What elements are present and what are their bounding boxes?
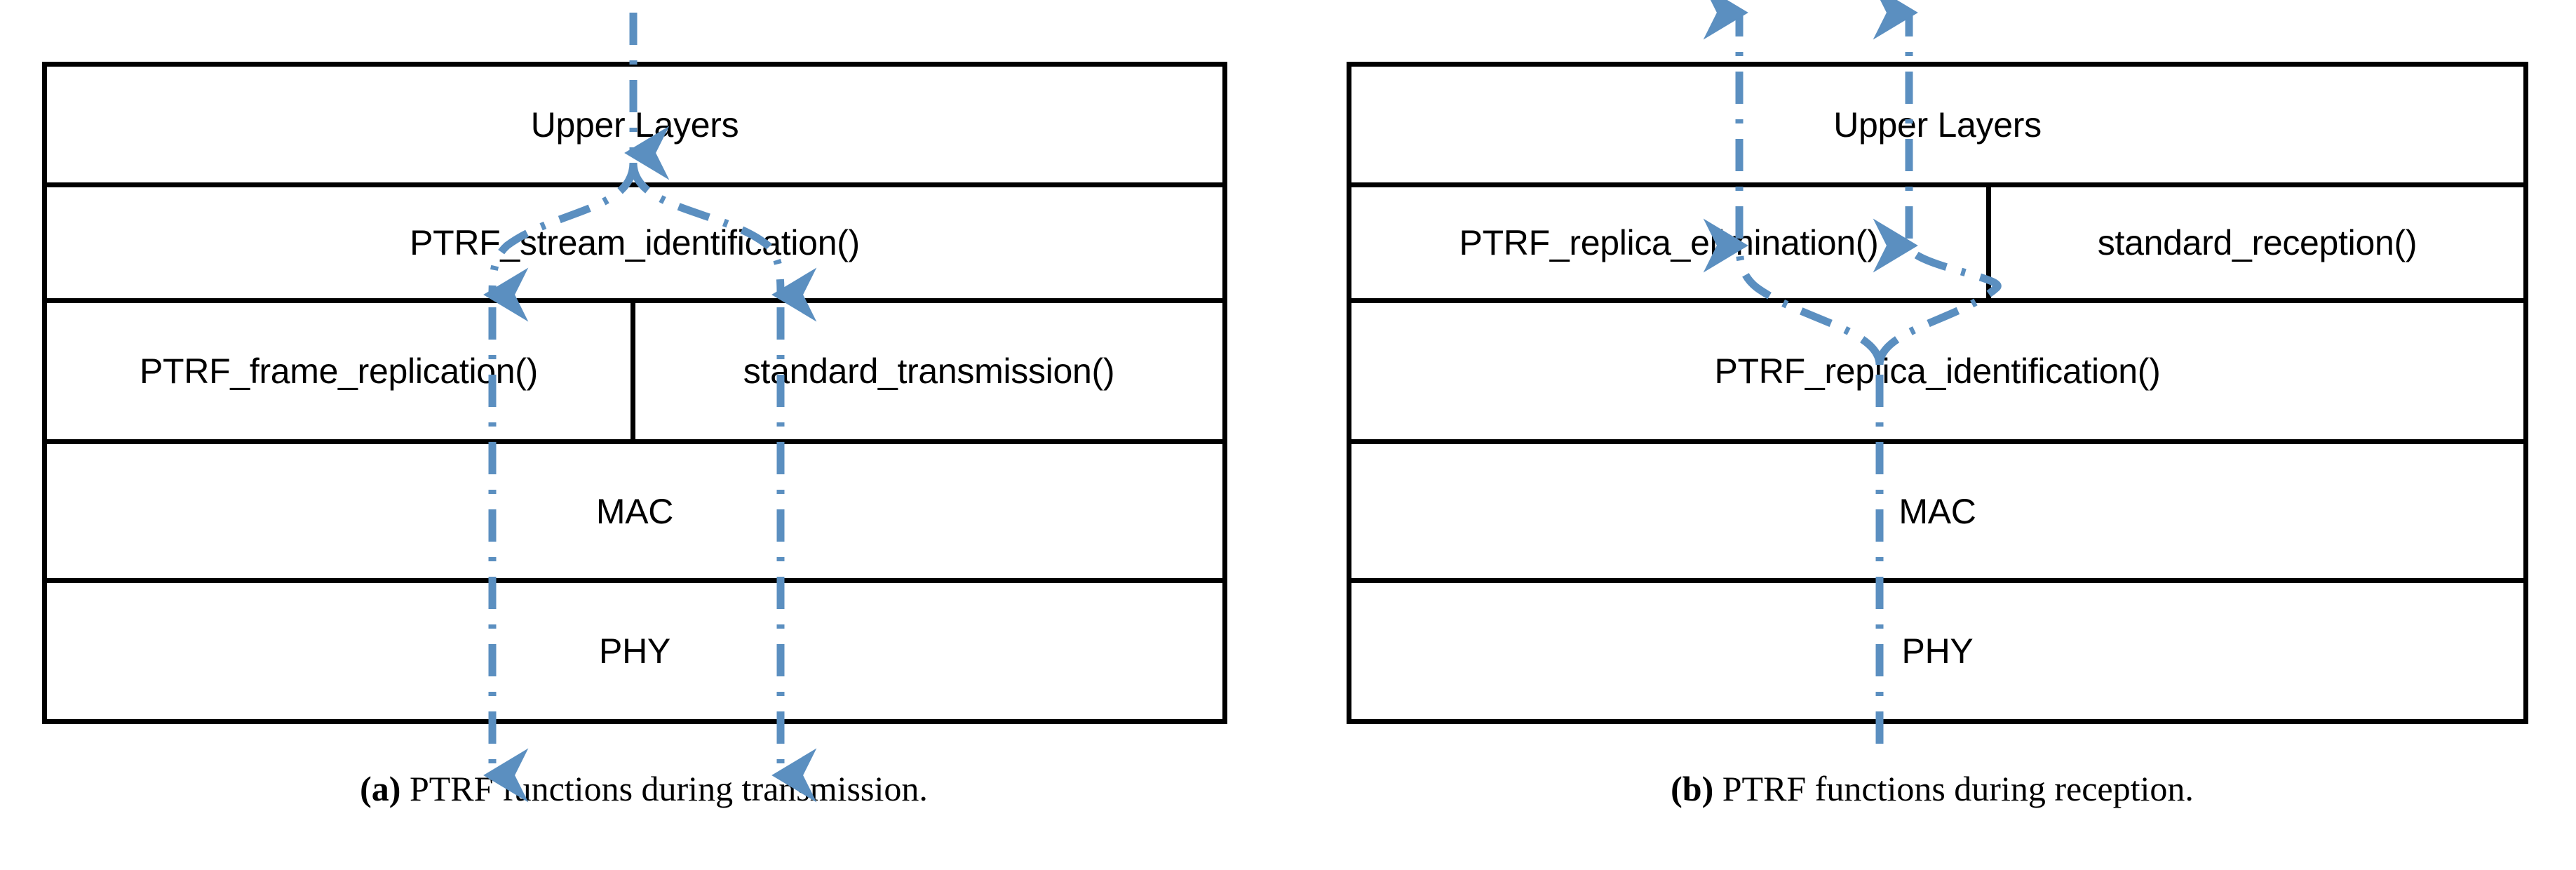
layer-row-mac: MAC — [47, 444, 1222, 583]
layer-cell-ptrf-replica-elimination[interactable]: PTRF_replica_elimination() — [1351, 187, 1991, 298]
layer-label: PHY — [1901, 631, 1974, 671]
layer-cell-phy[interactable]: PHY — [47, 583, 1222, 719]
layer-row-ptrf-replica-identification: PTRF_replica_identification() — [1351, 303, 2523, 444]
layer-row-mac: MAC — [1351, 444, 2523, 583]
layer-label: standard_transmission() — [743, 352, 1115, 391]
layer-label: PHY — [599, 631, 670, 671]
layer-row-phy: PHY — [1351, 583, 2523, 719]
layer-label: PTRF_frame_replication() — [140, 352, 538, 391]
caption-text: PTRF functions during transmission. — [400, 769, 928, 808]
layer-label: Upper Layers — [1833, 105, 2042, 145]
caption-tag: (a) — [360, 769, 401, 808]
protocol-stack-transmission: Upper Layers PTRF_stream_identification(… — [42, 62, 1227, 724]
layer-cell-phy[interactable]: PHY — [1351, 583, 2523, 719]
layer-label: MAC — [1899, 491, 1976, 531]
layer-label: standard_reception() — [2097, 223, 2417, 262]
layer-row-phy: PHY — [47, 583, 1222, 719]
layer-cell-ptrf-stream-identification[interactable]: PTRF_stream_identification() — [47, 187, 1222, 298]
figure-transmission: Upper Layers PTRF_stream_identification(… — [0, 13, 1288, 809]
layer-cell-mac[interactable]: MAC — [47, 444, 1222, 578]
layer-label: Upper Layers — [530, 105, 739, 145]
layer-row-elimination-split: PTRF_replica_elimination() standard_rece… — [1351, 187, 2523, 303]
caption-tag: (b) — [1671, 769, 1714, 808]
layer-label: PTRF_replica_identification() — [1714, 352, 2161, 391]
layer-cell-standard-transmission[interactable]: standard_transmission() — [635, 303, 1222, 439]
figure-reception: Upper Layers PTRF_replica_elimination() … — [1288, 0, 2576, 870]
layer-cell-standard-reception[interactable]: standard_reception() — [1991, 187, 2523, 298]
layer-label: PTRF_replica_elimination() — [1459, 223, 1879, 262]
layer-row-replication-split: PTRF_frame_replication() standard_transm… — [47, 303, 1222, 444]
layer-cell-ptrf-frame-replication[interactable]: PTRF_frame_replication() — [47, 303, 635, 439]
layer-cell-upper-layers[interactable]: Upper Layers — [1351, 67, 2523, 182]
layer-row-upper-layers: Upper Layers — [47, 67, 1222, 187]
layer-label: MAC — [595, 491, 674, 531]
protocol-stack-reception: Upper Layers PTRF_replica_elimination() … — [1347, 62, 2528, 724]
layer-row-ptrf-stream-identification: PTRF_stream_identification() — [47, 187, 1222, 303]
layer-cell-ptrf-replica-identification[interactable]: PTRF_replica_identification() — [1351, 303, 2523, 439]
layer-cell-mac[interactable]: MAC — [1351, 444, 2523, 578]
layer-cell-upper-layers[interactable]: Upper Layers — [47, 67, 1222, 182]
caption-text: PTRF functions during reception. — [1713, 769, 2194, 808]
figure-caption-reception: (b) PTRF functions during reception. — [1288, 768, 2576, 809]
layer-row-upper-layers: Upper Layers — [1351, 67, 2523, 187]
layer-label: PTRF_stream_identification() — [410, 223, 860, 262]
figure-caption-transmission: (a) PTRF functions during transmission. — [0, 768, 1288, 809]
